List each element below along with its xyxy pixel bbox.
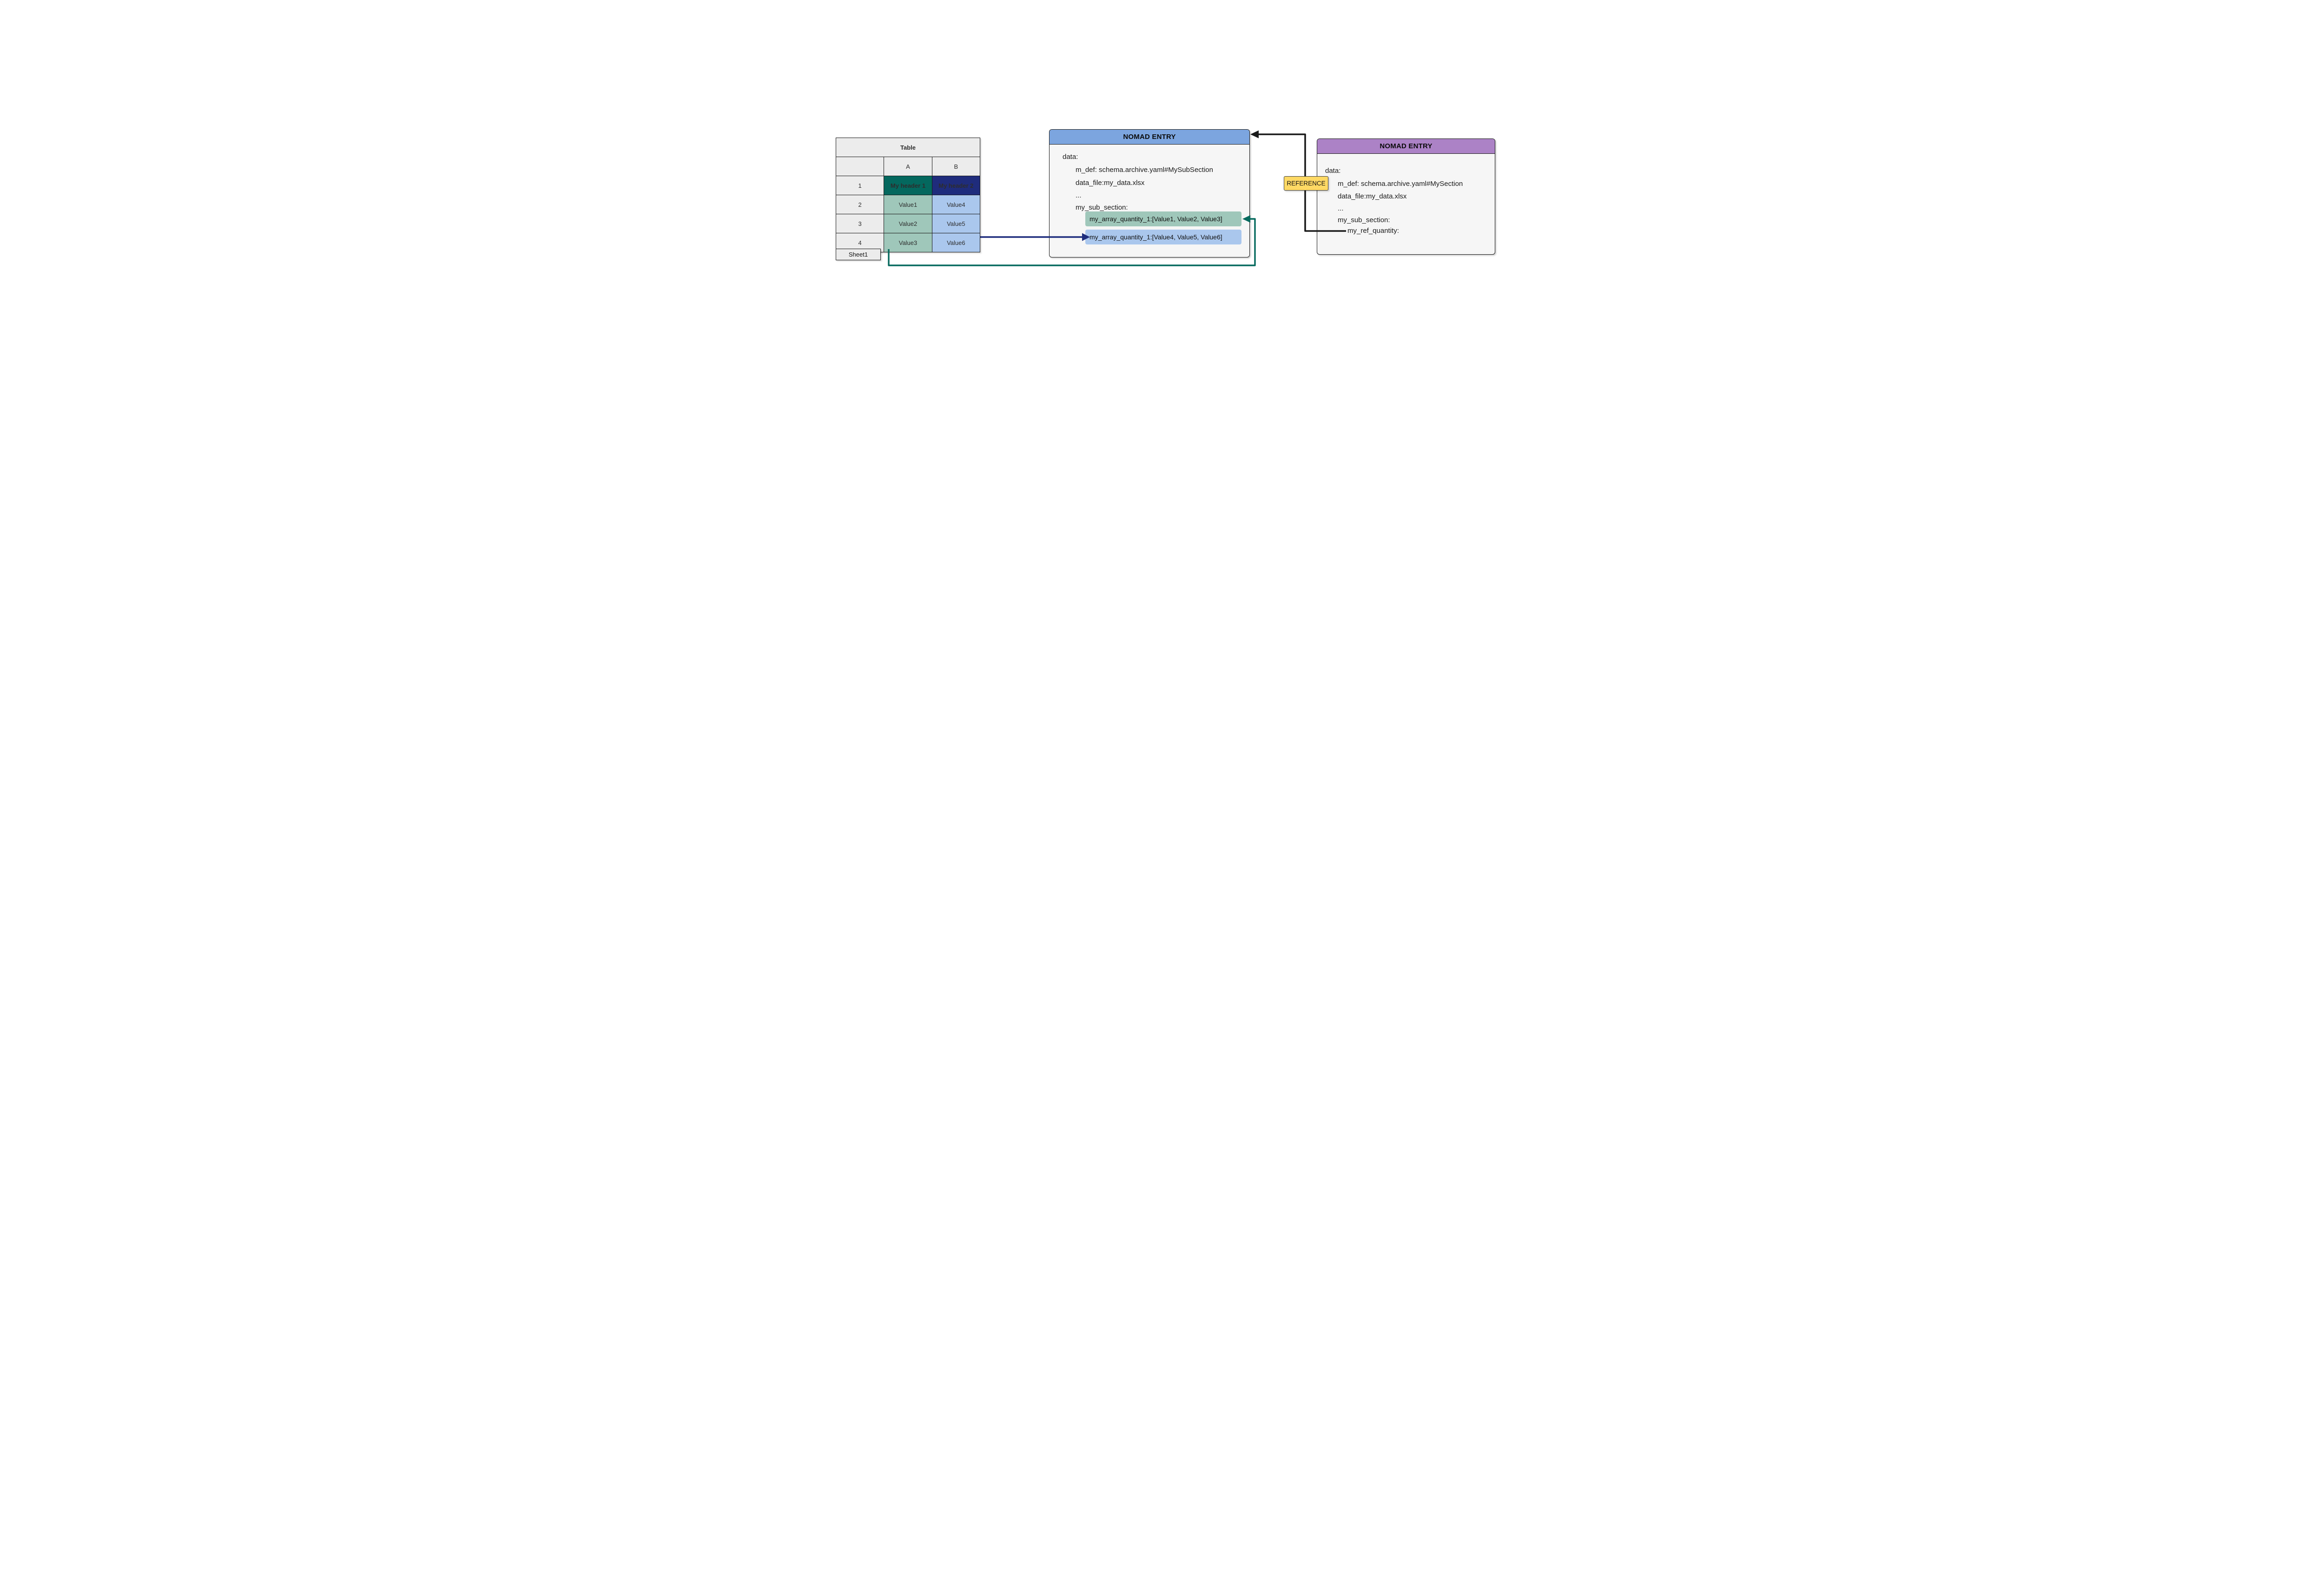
diagram-canvas: Table A B 1 My header 1 My header 2 2 Va… <box>812 0 1512 394</box>
reference-badge: REFERENCE <box>1284 176 1328 191</box>
row-number: 2 <box>835 195 885 214</box>
cell-my-header-1: My header 1 <box>884 176 932 195</box>
middle-line-datafile: data_file:my_data.xlsx <box>1076 179 1145 187</box>
array-quantity-chip-blue: my_array_quantity_1:[Value4, Value5, Val… <box>1085 230 1241 244</box>
spreadsheet-table: Table A B 1 My header 1 My header 2 2 Va… <box>835 138 981 252</box>
cell-value4: Value4 <box>931 195 981 214</box>
sheet-tab: Sheet1 <box>836 249 881 260</box>
table-row: 3 Value2 Value5 <box>835 214 981 233</box>
middle-line-mdef: m_def: schema.archive.yaml#MySubSection <box>1076 166 1213 174</box>
middle-line-data: data: <box>1063 153 1078 161</box>
cell-value3: Value3 <box>884 233 932 252</box>
right-line-data: data: <box>1325 167 1341 175</box>
cell-value5: Value5 <box>931 214 981 233</box>
corner-cell <box>835 157 885 176</box>
right-line-subsection: my_sub_section: <box>1338 216 1390 224</box>
array-quantity-chip-green: my_array_quantity_1:[Value1, Value2, Val… <box>1085 211 1241 226</box>
middle-line-ellipsis: ... <box>1076 191 1082 199</box>
table-title: Table <box>836 138 980 157</box>
right-line-ellipsis: ... <box>1338 205 1344 212</box>
cell-my-header-2: My header 2 <box>931 176 981 195</box>
column-header-b: B <box>931 157 981 176</box>
cell-value2: Value2 <box>884 214 932 233</box>
right-line-refquantity: my_ref_quantity: <box>1347 227 1399 235</box>
nomad-entry-section-box: NOMAD ENTRY <box>1317 139 1495 255</box>
table-row: 2 Value1 Value4 <box>835 195 981 214</box>
column-header-row: A B <box>835 157 981 176</box>
cell-value6: Value6 <box>931 233 981 252</box>
table-row: 1 My header 1 My header 2 <box>835 176 981 195</box>
nomad-entry-subsection-title: NOMAD ENTRY <box>1050 130 1249 145</box>
right-line-datafile: data_file:my_data.xlsx <box>1338 192 1407 200</box>
row-number: 3 <box>835 214 885 233</box>
right-line-mdef: m_def: schema.archive.yaml#MySection <box>1338 180 1463 188</box>
middle-line-subsection: my_sub_section: <box>1076 204 1128 211</box>
nomad-entry-section-title: NOMAD ENTRY <box>1317 139 1495 154</box>
row-number: 1 <box>835 176 885 195</box>
column-header-a: A <box>884 157 932 176</box>
cell-value1: Value1 <box>884 195 932 214</box>
